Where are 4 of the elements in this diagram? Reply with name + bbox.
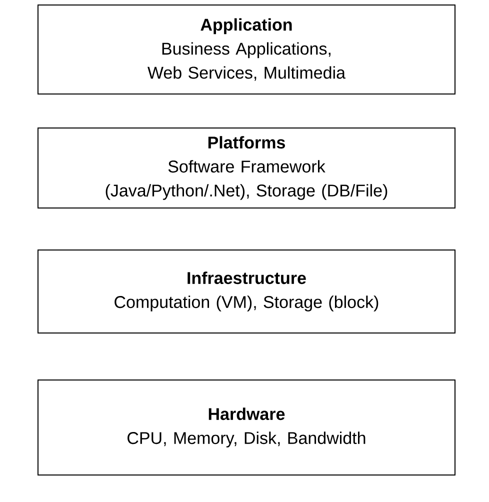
layer-box: Hardware CPU, Memory, Disk, Bandwidth xyxy=(38,380,456,476)
layer-box: Platforms Software Framework (Java/Python/.Net), Storage (DB/File) xyxy=(38,128,456,208)
layer-box: Infraestructure Computation (VM), Storage (block) xyxy=(38,250,456,334)
layer-box: Application Business Applications, Web Services, Multimedia xyxy=(38,4,456,94)
